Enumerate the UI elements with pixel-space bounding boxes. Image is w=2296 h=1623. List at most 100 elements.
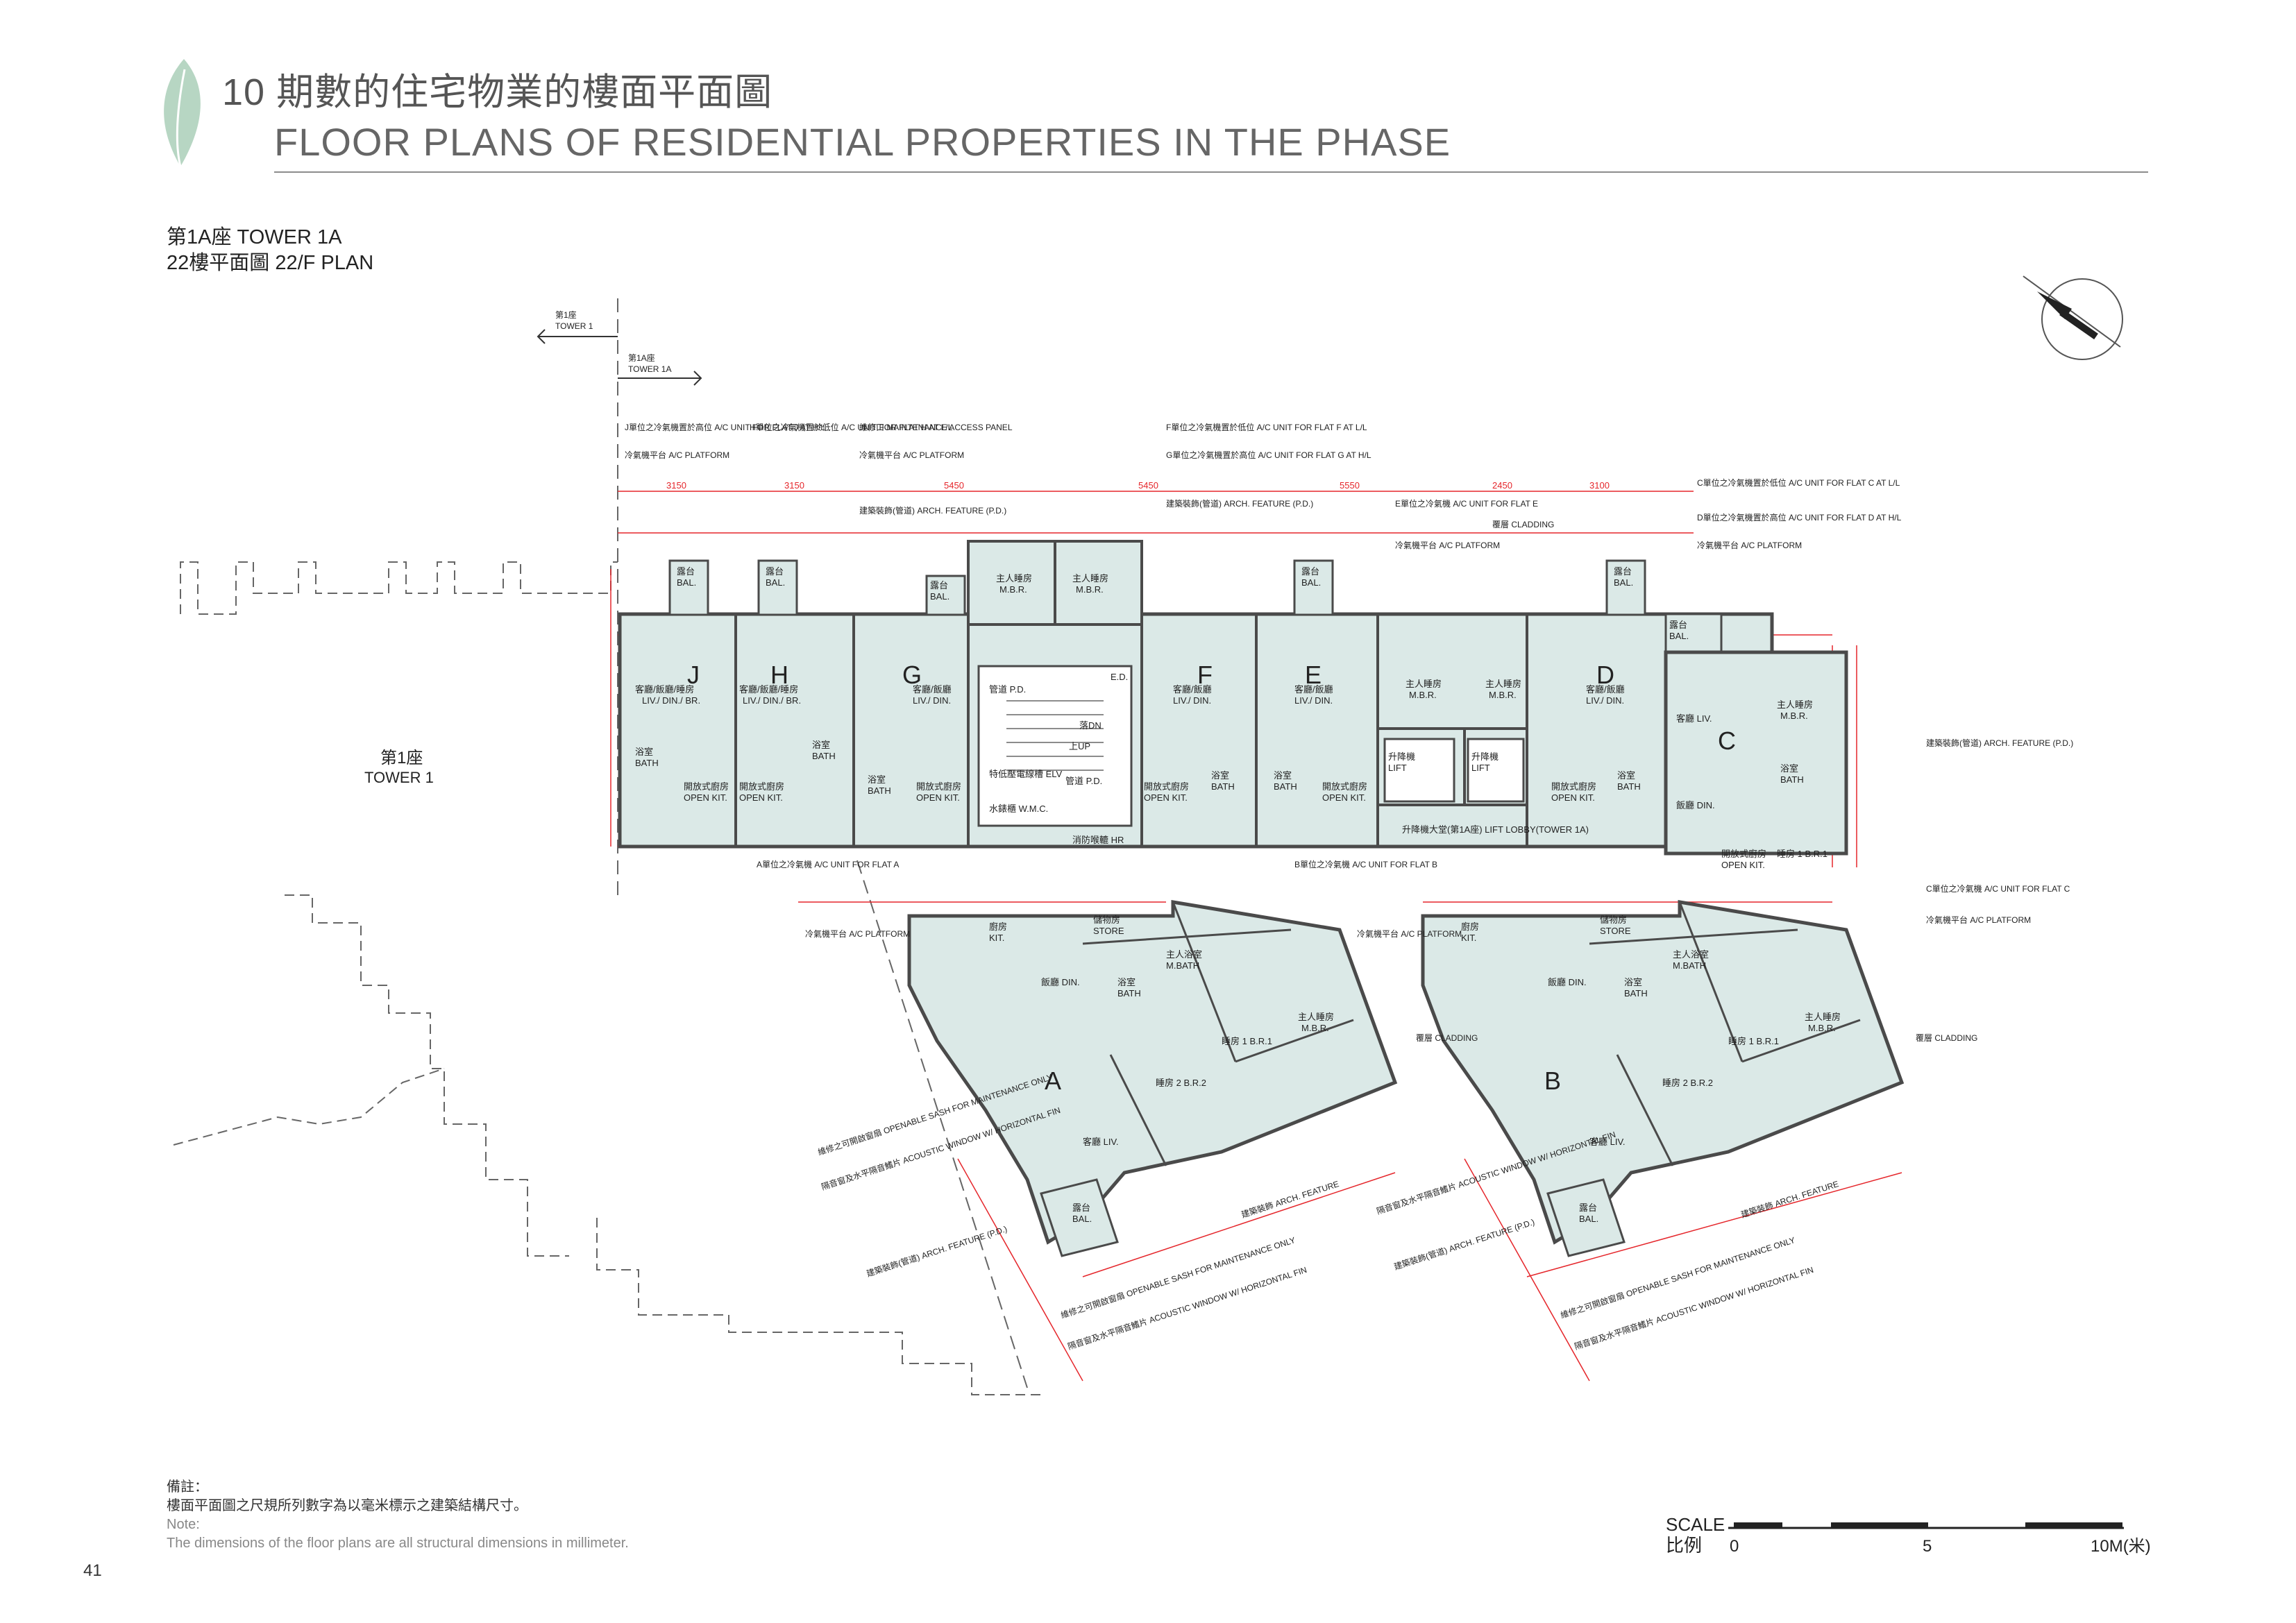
room-label: KIT. [989,933,1004,943]
room-label: 飯廳 DIN. [1676,800,1715,810]
page-title-en: FLOOR PLANS OF RESIDENTIAL PROPERTIES IN… [274,120,1451,164]
room-label: 浴室 [1274,770,1292,781]
tower-subtitle: 第1A座 TOWER 1A [167,226,342,248]
top-dimensions: 3150 3150 5450 5450 5550 2450 3100 [666,480,1610,491]
room-label: 客廳/飯廳 [913,684,952,695]
room-label: LIFT [1471,763,1490,773]
room-label: BAL. [677,577,696,588]
page-title-cn: 10 期數的住宅物業的樓面平面圖 [222,71,773,113]
annotation: 覆層 CLADDING [1492,520,1554,529]
scale-tick-5: 5 [1923,1537,1932,1556]
room-label: 儲物房 [1600,915,1627,925]
annotation: J單位之冷氣機置於高位 A/C UNIT FOR FLAT J AT H/L [625,422,825,432]
annotation: 冷氣機平台 A/C PLATFORM [805,928,910,939]
room-label: BATH [635,758,659,768]
annotation: 冷氣機平台 A/C PLATFORM [1357,928,1462,939]
notes-text-en: The dimensions of the floor plans are al… [167,1536,629,1551]
room-label: 升降機 [1471,751,1499,762]
room-label: BAL. [766,577,785,588]
flat-letter-a: A [1045,1067,1061,1095]
dimension-label: 5550 [1340,480,1360,491]
scale-label-en: SCALE [1666,1514,1725,1535]
room-label: LIV./ DIN. [1586,695,1624,706]
flat-letter-c: C [1718,726,1736,755]
room-label: 廚房 [989,921,1007,932]
room-label: 主人睡房 [1406,679,1442,689]
room-label: BATH [868,785,891,796]
room-label: BATH [812,751,836,761]
annotation: 建築裝飾(管道) ARCH. FEATURE (P.D.) [865,1223,1008,1279]
room-label: 主人睡房 [1485,679,1521,689]
room-label: BAL. [1669,631,1689,641]
dimension-label: 3150 [784,480,804,491]
room-label: 主人睡房 [1777,699,1813,710]
room-label: BAL. [1301,577,1321,588]
room-label: 主人睡房 [1805,1012,1841,1022]
room-label: BAL. [1614,577,1633,588]
annotation: 建築裝飾(管道) ARCH. FEATURE (P.D.) [1392,1216,1535,1272]
annotation: A單位之冷氣機 A/C UNIT FOR FLAT A [757,859,899,869]
room-label: STORE [1093,926,1124,936]
room-label: 開放式廚房 [1721,849,1766,859]
room-label: 浴室 [1624,977,1642,987]
dimension-label: 3150 [666,480,686,491]
room-label: 浴室 [1617,770,1635,781]
room-label: BATH [1274,781,1297,792]
room-label: 浴室 [1117,977,1136,987]
scale-label-cn: 比例 [1666,1535,1702,1556]
room-label: M.B.R. [1301,1023,1329,1033]
room-label: 露台 [677,566,695,577]
room-label: OPEN KIT. [1322,792,1366,803]
north-arrow-icon [2023,275,2123,360]
room-label: 露台 [1614,566,1632,577]
flat-letters: J H G F E D C A B [687,661,1736,1095]
room-label: 水錶櫃 W.M.C. [989,804,1048,814]
tower1-arrow-label-cn: 第1座 [555,309,577,320]
leaf-logo-icon [164,59,201,167]
room-label: BATH [1624,988,1648,999]
annotation: 冷氣機平台 A/C PLATFORM [1926,915,2031,925]
room-label: 睡房 1 B.R.1 [1222,1036,1272,1046]
room-label: BATH [1617,781,1641,792]
room-label: 主人睡房 [996,573,1032,584]
room-label: 飯廳 DIN. [1041,977,1080,987]
annotation: 建築裝飾 ARCH. FEATURE [1240,1178,1340,1220]
annotation: 建築裝飾(管道) ARCH. FEATURE (P.D.) [1926,738,2073,748]
room-label: M.B.R. [1808,1023,1836,1033]
room-label: LIFT [1388,763,1407,773]
tower1-label-en: TOWER 1 [364,769,434,786]
room-label: 浴室 [1780,763,1798,774]
lift-lobby-label: 升降機大堂(第1A座) LIFT LOBBY(TOWER 1A) [1402,824,1589,835]
room-label: 睡房 1 B.R.1 [1777,849,1827,859]
flat-letter-f: F [1197,661,1213,689]
annotation: 維修口 MAINTENANCE ACCESS PANEL [859,422,1013,432]
room-label: 客廳/飯廳/睡房 [739,684,798,695]
room-label: STORE [1600,926,1631,936]
flat-letter-h: H [770,661,788,689]
annotation: F單位之冷氣機置於低位 A/C UNIT FOR FLAT F AT L/L [1166,422,1367,432]
room-label: 開放式廚房 [684,781,729,792]
room-label: LIV./ DIN./ BR. [743,695,801,706]
flat-letter-g: G [902,661,922,689]
room-label: LIV./ DIN. [1294,695,1333,706]
room-label: 客廳 LIV. [1676,713,1712,724]
room-label: 主人睡房 [1072,573,1108,584]
room-label: M.B.R. [1409,690,1437,700]
tower1a-arrow-label-cn: 第1A座 [628,352,655,363]
room-label: BATH [1211,781,1235,792]
tower1-label-cn: 第1座 [380,749,423,767]
room-label: 開放式廚房 [1322,781,1367,792]
room-label: 露台 [766,566,784,577]
room-label: M.B.R. [1489,690,1517,700]
room-label: BAL. [1072,1214,1092,1224]
room-label: OPEN KIT. [1144,792,1188,803]
tower1a-arrow-label-en: TOWER 1A [628,364,671,374]
scale-tick-10: 10M(米) [2091,1537,2151,1556]
header-divider [274,171,2148,173]
room-labels: 客廳/飯廳/睡房 LIV./ DIN./ BR. 客廳/飯廳/睡房 LIV./ … [635,566,1841,1224]
room-label: 特低壓電線槽 ELV [989,769,1063,779]
room-label: 客廳/飯廳 [1294,684,1333,695]
room-label: 落DN [1079,720,1101,731]
room-label: 升降機 [1388,751,1415,762]
room-label: 露台 [1072,1203,1090,1213]
